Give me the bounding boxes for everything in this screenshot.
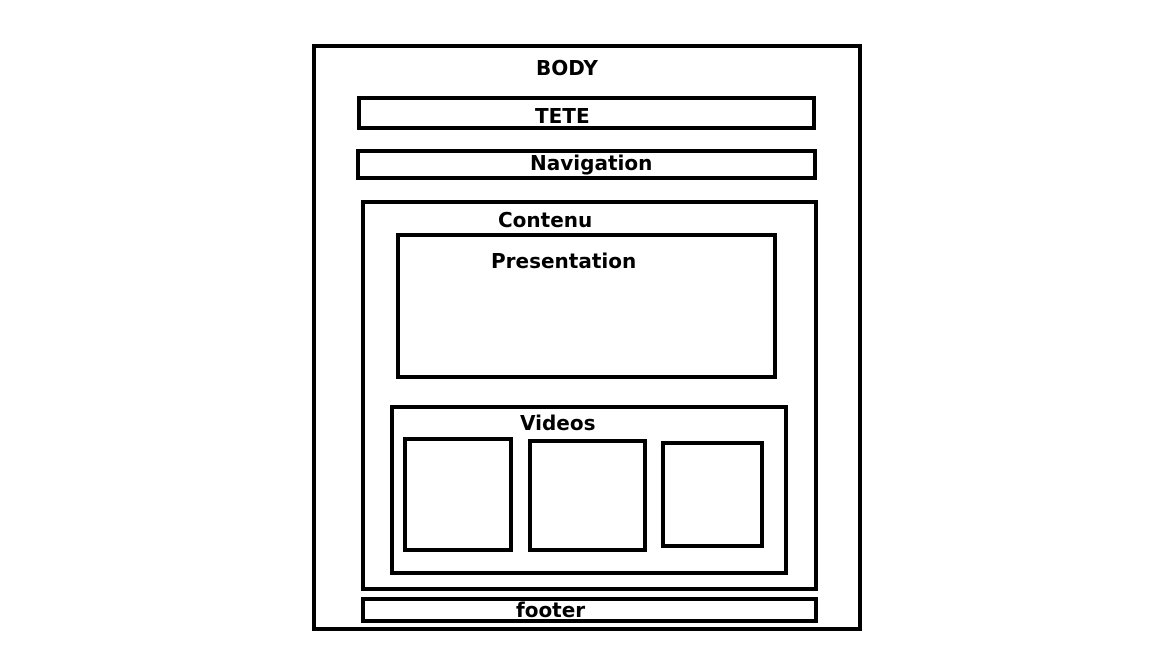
content-label: Contenu xyxy=(498,208,593,232)
presentation-box xyxy=(396,233,777,379)
body-box xyxy=(312,44,862,631)
content-box xyxy=(361,200,818,591)
navigation-label: Navigation xyxy=(530,151,653,175)
video-box-2 xyxy=(528,439,647,552)
navigation-box xyxy=(356,149,817,180)
videos-box xyxy=(390,405,788,575)
videos-label: Videos xyxy=(520,411,596,435)
header-label: TETE xyxy=(535,104,590,128)
header-box xyxy=(357,96,816,130)
video-box-3 xyxy=(661,441,764,548)
footer-box xyxy=(361,597,818,623)
presentation-label: Presentation xyxy=(491,249,637,273)
footer-label: footer xyxy=(516,598,586,622)
body-label: BODY xyxy=(536,56,598,80)
video-box-1 xyxy=(403,437,513,552)
